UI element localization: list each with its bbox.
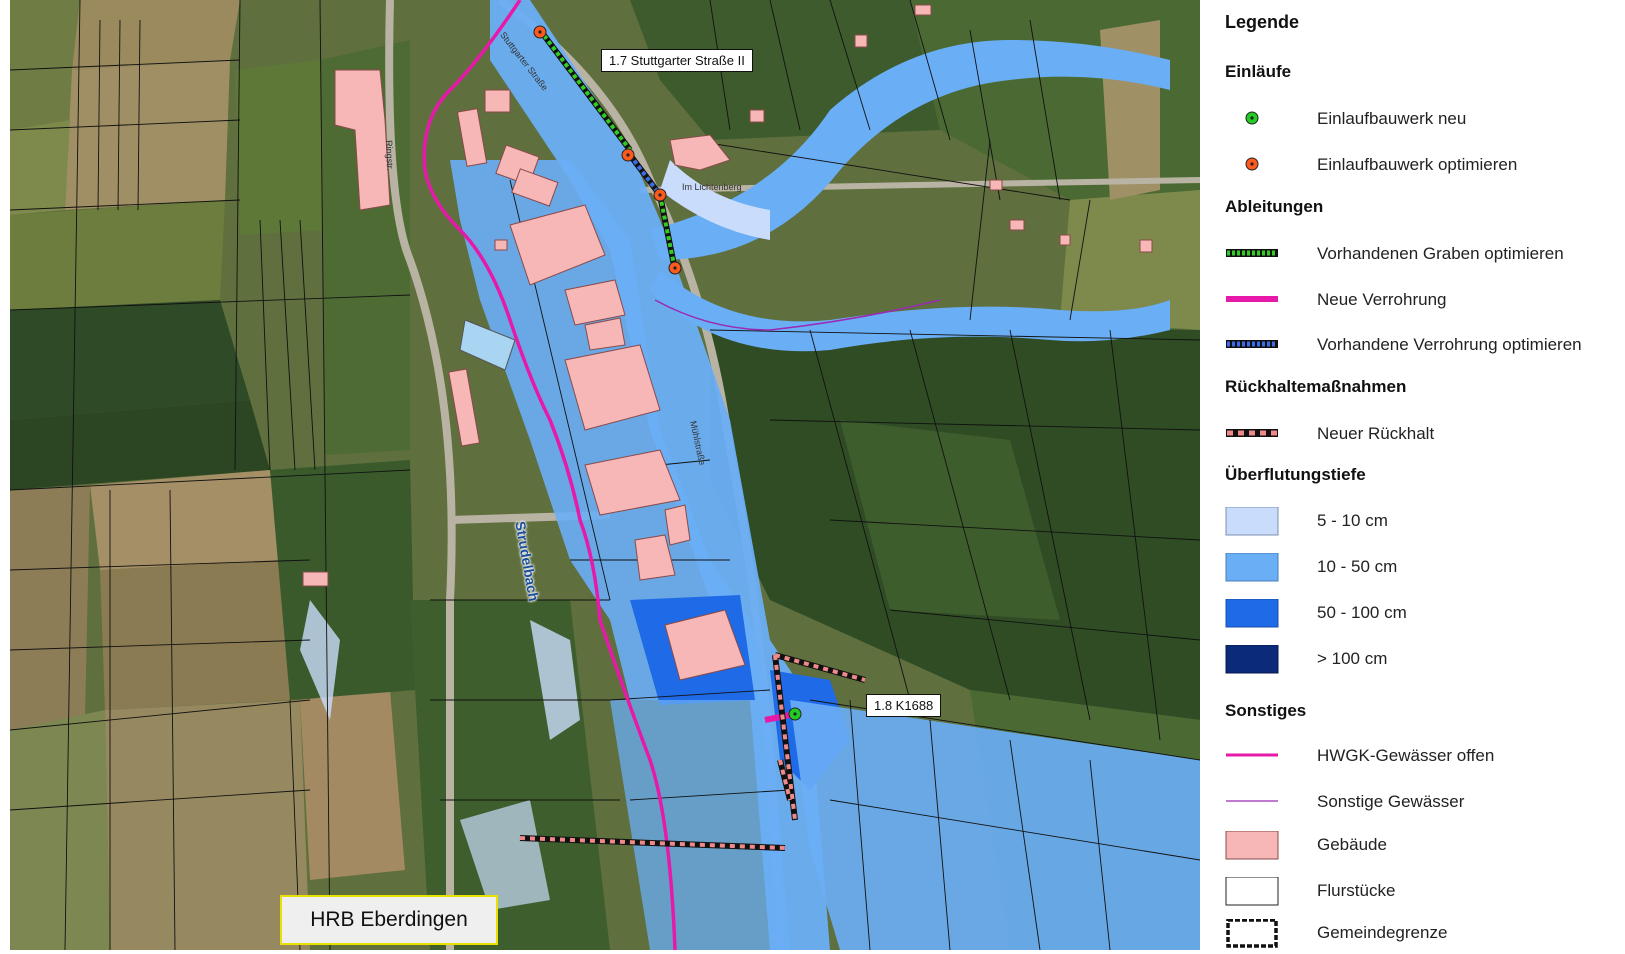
ditch-optimize-lines	[537, 28, 678, 271]
building-light	[459, 319, 516, 371]
measure-label-k1688[interactable]: 1.8 K1688	[866, 694, 942, 717]
legend-label: Flurstücke	[1317, 881, 1396, 900]
buildings	[302, 4, 1153, 681]
legend-label: Vorhandenen Graben optimieren	[1317, 244, 1564, 263]
legend-item-depth-5-10: 5 - 10 cm	[1225, 506, 1625, 536]
map-canvas	[10, 0, 1200, 950]
inlet-optimize-marker	[653, 188, 667, 202]
legend-heading-ueberflutungstiefe: Überflutungstiefe	[1225, 465, 1366, 484]
hwgk-river-strudelbach	[422, 0, 677, 950]
inlet-optimize-marker	[668, 261, 682, 275]
hwgk-river-icon	[1225, 742, 1279, 768]
legend-item-hwgk: HWGK-Gewässer offen	[1225, 742, 1625, 768]
legend-item-depth-10-50: 10 - 50 cm	[1225, 552, 1625, 582]
depth-swatch-icon	[1225, 644, 1279, 674]
depth-swatch-icon	[1225, 552, 1279, 582]
fields-west	[10, 0, 415, 950]
legend-heading-rueckhalt: Rückhaltemaßnahmen	[1225, 377, 1407, 396]
legend-label: HWGK-Gewässer offen	[1317, 746, 1495, 765]
pipe-optimize-icon	[1225, 331, 1279, 357]
legend-label: > 100 cm	[1317, 649, 1388, 668]
pipe-optimize-line	[627, 153, 663, 197]
legend-item-ditch-optimize: Vorhandenen Graben optimieren	[1225, 240, 1625, 266]
inlet-new-marker	[788, 707, 802, 721]
depth-swatch-icon	[1225, 506, 1279, 536]
depth-swatch-icon	[1225, 598, 1279, 628]
new-pipe-icon	[1225, 286, 1279, 312]
legend-item-depth-over-100: > 100 cm	[1225, 644, 1625, 674]
legend-item-other-water: Sonstige Gewässer	[1225, 788, 1625, 814]
legend-item-inlet-new: Einlaufbauwerk neu	[1225, 105, 1625, 131]
parcel-lines	[10, 0, 1200, 950]
building-icon	[1225, 830, 1279, 860]
municipal-boundary-icon	[1225, 918, 1279, 948]
other-water-stream	[654, 299, 941, 331]
legend-item-new-pipe: Neue Verrohrung	[1225, 286, 1625, 312]
legend-label: Gemeindegrenze	[1317, 923, 1448, 942]
legend-label: Vorhandene Verrohrung optimieren	[1317, 335, 1582, 354]
new-retention-icon	[1225, 420, 1279, 446]
measure-label-stuttgarter[interactable]: 1.7 Stuttgarter Straße II	[601, 49, 753, 72]
legend-item-parcel: Flurstücke	[1225, 876, 1625, 906]
legend-item-pipe-optimize: Vorhandene Verrohrung optimieren	[1225, 331, 1625, 357]
legend-label: 50 - 100 cm	[1317, 603, 1407, 622]
street-label-lichtenberg: Im Lichtenberg	[682, 182, 742, 192]
inlet-optimize-marker	[533, 25, 547, 39]
map-view[interactable]: 1.7 Stuttgarter Straße II 1.8 K1688 HRB …	[10, 0, 1200, 950]
inlet-optimize-marker	[621, 148, 635, 162]
inlet-markers	[533, 25, 802, 721]
other-water-icon	[1225, 788, 1279, 814]
legend-panel: Legende Einläufe Einlaufbauwerk neu Einl…	[1200, 0, 1625, 950]
legend-item-building: Gebäude	[1225, 830, 1625, 860]
inlet-optimize-icon	[1225, 151, 1279, 177]
parcel-icon	[1225, 876, 1279, 906]
legend-item-depth-50-100: 50 - 100 cm	[1225, 598, 1625, 628]
inlet-new-icon	[1225, 105, 1279, 131]
hrb-eberdingen-label[interactable]: HRB Eberdingen	[280, 895, 498, 945]
legend-label: Einlaufbauwerk optimieren	[1317, 155, 1518, 174]
legend-item-municipal-boundary: Gemeindegrenze	[1225, 918, 1625, 948]
legend-item-inlet-optimize: Einlaufbauwerk optimieren	[1225, 151, 1625, 177]
legend-label: Neue Verrohrung	[1317, 290, 1447, 309]
legend-title: Legende	[1225, 12, 1300, 32]
legend-label: 10 - 50 cm	[1317, 557, 1398, 576]
legend-label: Sonstige Gewässer	[1317, 792, 1465, 811]
legend-item-new-retention: Neuer Rückhalt	[1225, 420, 1625, 446]
legend-label: Einlaufbauwerk neu	[1317, 109, 1467, 128]
legend-label: Neuer Rückhalt	[1317, 424, 1435, 443]
legend-label: 5 - 10 cm	[1317, 511, 1388, 530]
street-label-ring: Ringstr.	[384, 140, 396, 171]
legend-heading-sonstiges: Sonstiges	[1225, 701, 1307, 720]
ditch-optimize-icon	[1225, 240, 1279, 266]
retention-lines	[519, 652, 866, 851]
legend-heading-ableitungen: Ableitungen	[1225, 197, 1324, 216]
legend-heading-einlaeufe: Einläufe	[1225, 62, 1292, 81]
legend-label: Gebäude	[1317, 835, 1387, 854]
